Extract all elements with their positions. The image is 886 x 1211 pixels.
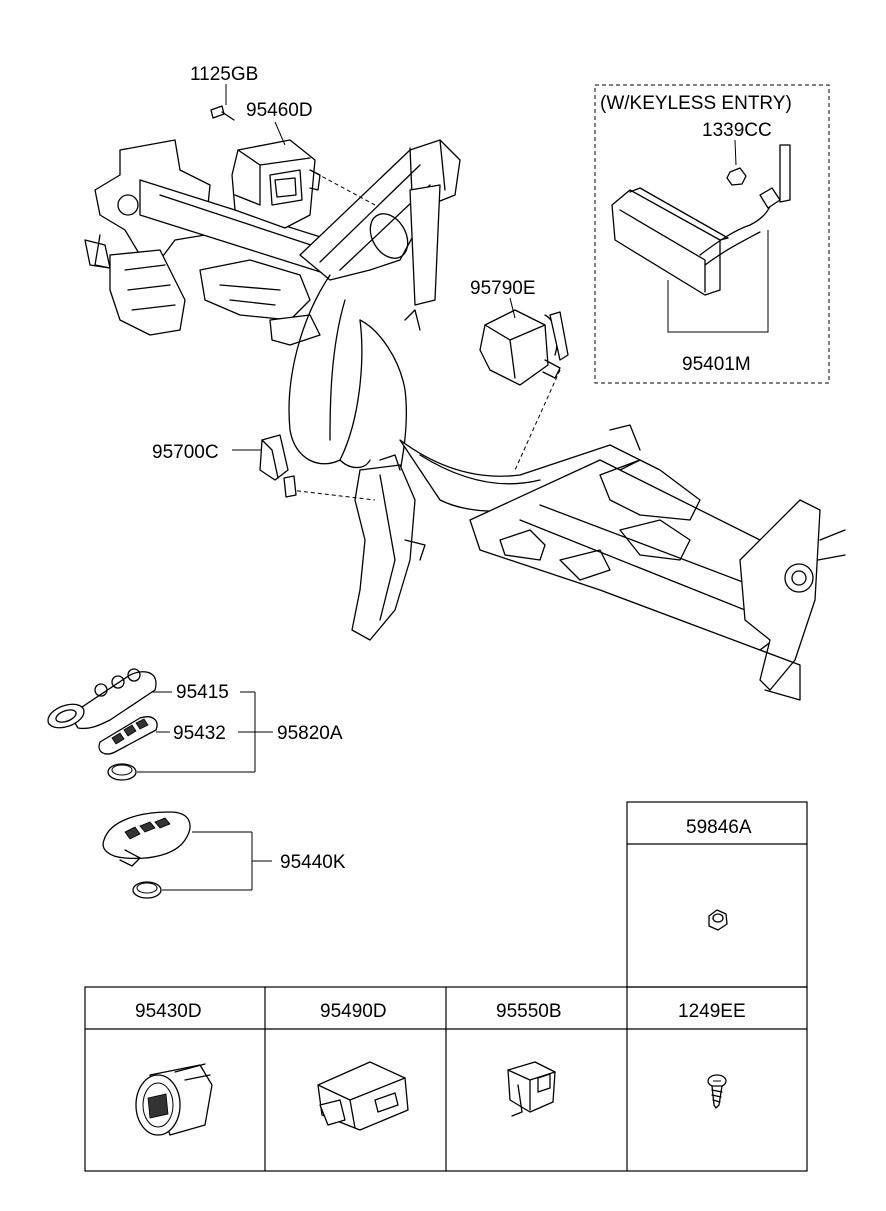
label-95700c: 95700C xyxy=(152,442,219,463)
module-95460d xyxy=(231,121,321,229)
smart-key-95440k xyxy=(102,811,272,899)
module-95790e xyxy=(479,297,569,386)
cowl-cross-bar xyxy=(84,139,846,701)
table-header-95550b: 95550B xyxy=(496,1001,562,1022)
label-95460d: 95460D xyxy=(246,100,313,121)
dashed-leaders xyxy=(289,169,561,501)
label-95432: 95432 xyxy=(173,723,226,744)
label-95440k: 95440K xyxy=(280,852,346,873)
table-header-95430d: 95430D xyxy=(135,1001,202,1022)
start-button-95430d xyxy=(135,1063,213,1136)
connector-95490d xyxy=(317,1061,409,1131)
label-95401m: 95401M xyxy=(682,354,751,375)
table-header-1249ee: 1249EE xyxy=(678,1001,746,1022)
keyless-entry-group xyxy=(594,84,830,384)
bolt-1125gb xyxy=(210,84,235,121)
table-header-59846a: 59846A xyxy=(686,817,752,838)
label-95820a: 95820A xyxy=(277,723,343,744)
nut-59846a xyxy=(708,909,728,931)
parts-table xyxy=(84,801,808,1172)
bracket-95700c xyxy=(232,434,297,498)
key-fob-95432 xyxy=(98,716,158,755)
key-fob-95415 xyxy=(47,668,157,730)
fob-leaders xyxy=(137,691,273,773)
clip-95550b xyxy=(507,1061,556,1117)
keyless-box-title: (W/KEYLESS ENTRY) xyxy=(600,93,792,114)
label-1125gb: 1125GB xyxy=(190,64,258,85)
label-95790e: 95790E xyxy=(470,278,536,299)
label-95415: 95415 xyxy=(176,682,229,703)
table-header-95490d: 95490D xyxy=(320,1001,387,1022)
label-1339cc: 1339CC xyxy=(702,120,772,141)
coin-battery xyxy=(107,763,137,781)
screw-1249ee xyxy=(707,1074,727,1109)
